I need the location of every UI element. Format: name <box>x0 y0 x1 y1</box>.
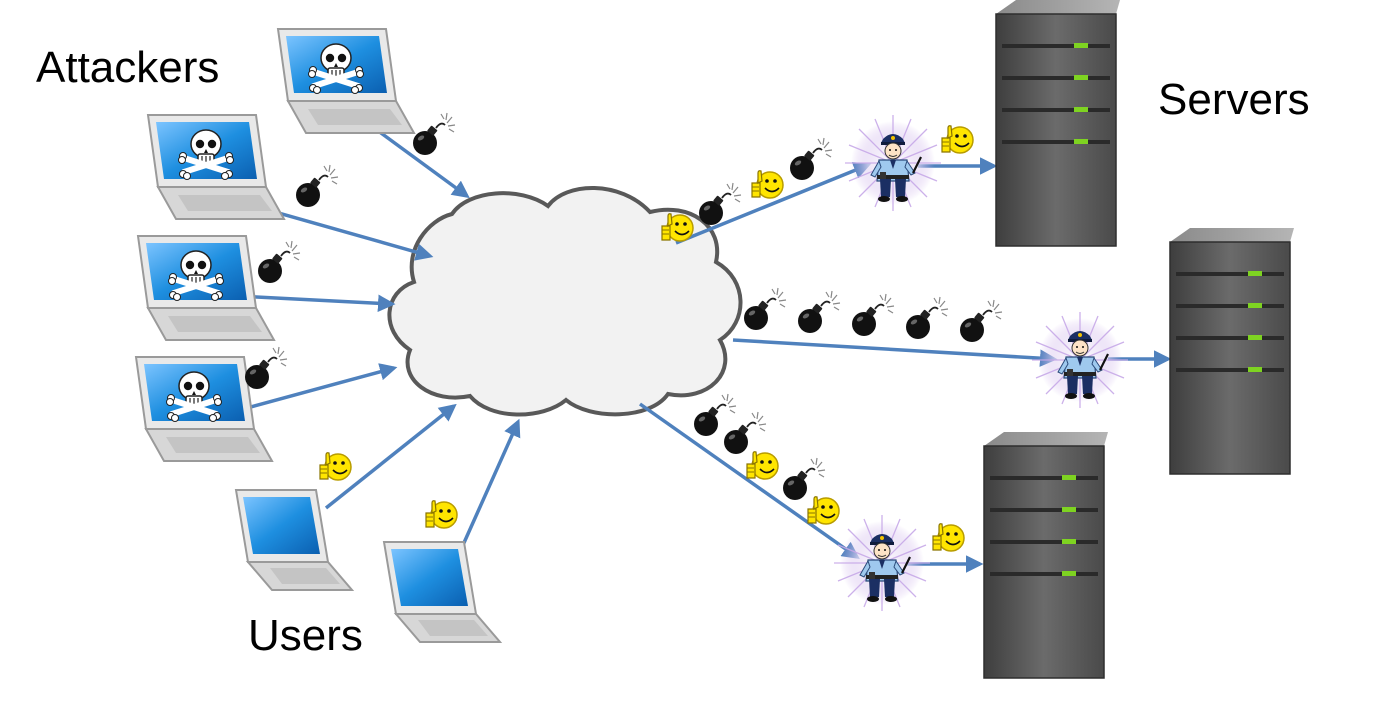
thumbs-up-smiley-icon <box>807 495 840 525</box>
bomb-icon <box>693 393 737 437</box>
thumbs-up-smiley-icon <box>319 451 352 481</box>
server-icon <box>1169 227 1295 475</box>
police-officer-icon <box>832 513 932 613</box>
police-officer-icon <box>1030 310 1130 410</box>
bomb-icon <box>797 290 841 334</box>
bomb-icon <box>743 287 787 331</box>
thumbs-up-smiley-icon <box>425 499 458 529</box>
attacker-laptop-icon <box>278 29 414 133</box>
bomb-icon <box>257 240 301 284</box>
police-officer-icon <box>843 113 943 213</box>
user-laptop-icon <box>383 541 501 643</box>
attackers-label: Attackers <box>36 43 220 92</box>
server-icon <box>983 431 1109 679</box>
network-cloud-icon <box>387 186 743 417</box>
attacker-laptop-icon <box>138 236 274 340</box>
bomb-icon <box>412 112 456 156</box>
incoming-arrows <box>231 120 521 546</box>
server-icon <box>995 0 1121 247</box>
servers-label: Servers <box>1158 75 1310 124</box>
thumbs-up-smiley-icon <box>751 169 784 199</box>
bomb-icon <box>723 411 767 455</box>
bomb-icon <box>851 293 895 337</box>
bomb-icon <box>905 296 949 340</box>
bomb-icon <box>959 299 1003 343</box>
bomb-icon <box>782 457 826 501</box>
bomb-icon <box>789 137 833 181</box>
users-label: Users <box>248 611 363 660</box>
thumbs-up-smiley-icon <box>941 124 974 154</box>
bomb-icon <box>295 164 339 208</box>
thumbs-up-smiley-icon <box>746 450 779 480</box>
thumbs-up-smiley-icon <box>932 522 965 552</box>
user-laptop-icon <box>235 489 353 591</box>
bomb-icon <box>244 346 288 390</box>
attacker-laptop-icon <box>148 115 284 219</box>
